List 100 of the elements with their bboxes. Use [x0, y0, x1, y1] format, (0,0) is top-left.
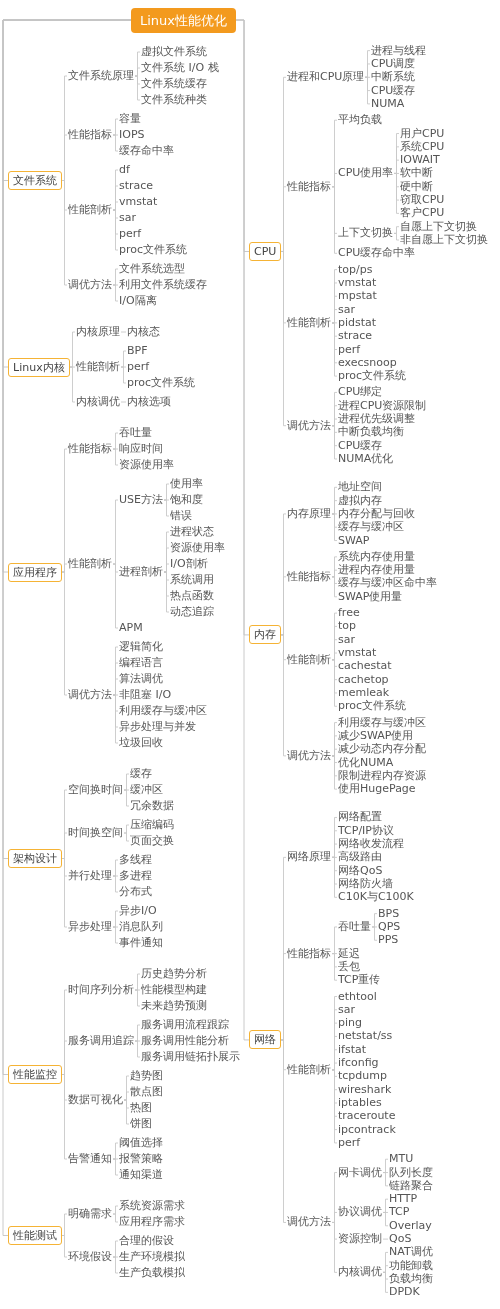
topic-label: 合理的假设: [118, 1235, 175, 1247]
topic-label: 网络配置: [337, 811, 383, 824]
topic-label: 硬中断: [399, 180, 434, 193]
topic-label: SWAP使用量: [337, 590, 404, 603]
branch-topic-box: 应用程序: [8, 562, 62, 582]
connector-line: [382, 1158, 389, 1173]
connector-line: [123, 824, 130, 834]
connector-line: [382, 1172, 389, 1187]
topic-label: 逻辑简化: [118, 641, 164, 653]
topic-label: 系统资源需求: [118, 1200, 186, 1212]
topic-label: 时间序列分析: [67, 984, 135, 996]
topic-label: 内存原理: [286, 507, 332, 520]
connector-line: [134, 1040, 141, 1058]
topic-label: 吞吐量: [118, 427, 153, 439]
topic-label: NUMA: [370, 97, 406, 110]
topic-label: 负载均衡: [388, 1273, 434, 1286]
topic-label: 垃圾回收: [118, 737, 164, 749]
topic-label: 丢包: [337, 960, 361, 973]
connector-line: [112, 563, 119, 629]
topic-label: 网络QoS: [337, 864, 384, 877]
topic-label: 利用文件系统缓存: [118, 279, 208, 291]
topic-label: 错误: [169, 510, 193, 522]
topic-label: TCP重传: [337, 974, 382, 987]
connector-line: [61, 563, 68, 573]
topic-label: 未来趋势预测: [140, 1000, 208, 1012]
topic-label: QoS: [388, 1233, 413, 1246]
topic-label: TCP: [388, 1206, 411, 1219]
topic-label: 软中断: [399, 167, 434, 180]
topic-label: 性能剖析: [286, 316, 332, 329]
topic-label: 文件系统 I/O 栈: [140, 62, 220, 74]
topic-label: 文件系统缓存: [140, 78, 208, 90]
topic-label: 链路聚合: [388, 1179, 434, 1192]
topic-label: 利用缓存与缓冲区: [118, 705, 208, 717]
connector-line: [163, 571, 170, 613]
topic-label: NAT调优: [388, 1246, 434, 1259]
topic-label: ifstat: [337, 1043, 368, 1056]
connector-line: [331, 173, 338, 188]
topic-label: 内核选项: [126, 396, 172, 408]
topic-label: 页面交换: [129, 835, 175, 847]
topic-label: 缓存与缓冲区: [337, 521, 405, 534]
connector-line: [235, 19, 250, 1041]
topic-label: 内存分配与回收: [337, 507, 416, 520]
connector-line: [134, 989, 141, 1007]
connector-line: [331, 1222, 338, 1273]
connector-line: [331, 322, 338, 377]
connector-line: [61, 858, 68, 928]
topic-label: 进程内存使用量: [337, 564, 416, 577]
connector-line: [69, 366, 76, 403]
topic-label: 缓存: [129, 768, 153, 780]
topic-label: ping: [337, 1017, 363, 1030]
topic-label: ipcontrack: [337, 1123, 397, 1136]
connector-line: [123, 773, 130, 791]
topic-label: mpstat: [337, 290, 378, 303]
connector-line: [112, 134, 119, 152]
topic-label: 高级路由: [337, 851, 383, 864]
connector-line: [112, 910, 119, 928]
topic-label: vmstat: [118, 196, 159, 208]
connector-line: [61, 1235, 68, 1258]
topic-label: wireshark: [337, 1083, 393, 1096]
topic-label: 地址空间: [337, 481, 383, 494]
topic-label: 进程与线程: [370, 44, 427, 57]
connector-line: [393, 159, 400, 174]
connector-line: [331, 1069, 338, 1144]
topic-label: 上下文切换: [337, 227, 394, 240]
connector-line: [382, 1271, 389, 1293]
topic-label: tcpdump: [337, 1070, 388, 1083]
topic-label: 饱和度: [169, 494, 204, 506]
topic-label: 容量: [118, 113, 142, 125]
connector-line: [112, 1205, 119, 1215]
connector-line: [112, 284, 119, 302]
connector-line: [280, 953, 287, 1041]
topic-label: CPU绑定: [337, 386, 384, 399]
topic-label: 编程语言: [118, 657, 164, 669]
branch-topic-box: 性能测试: [8, 1226, 62, 1245]
connector-line: [393, 226, 400, 234]
topic-label: 趋势图: [129, 1070, 164, 1082]
connector-line: [120, 350, 127, 368]
topic-label: 多进程: [118, 870, 153, 882]
topic-label: 缓存与缓冲区命中率: [337, 577, 438, 590]
connector-line: [280, 186, 287, 252]
topic-label: 吞吐量: [337, 920, 372, 933]
topic-label: BPS: [377, 907, 401, 920]
topic-label: 时间换空间: [67, 827, 124, 839]
topic-label: 网络原理: [286, 851, 332, 864]
topic-label: 异步处理与并发: [118, 721, 197, 733]
topic-label: BPF: [126, 345, 149, 357]
branch-topic-box: CPU: [249, 242, 282, 261]
connector-line: [280, 251, 287, 427]
topic-label: 性能剖析: [67, 558, 113, 570]
topic-label: 历史趋势分析: [140, 968, 208, 980]
topic-label: 网卡调优: [337, 1166, 383, 1179]
connector-line: [331, 1062, 338, 1071]
topic-label: 平均负载: [337, 114, 383, 127]
topic-label: IOPS: [118, 129, 146, 141]
topic-label: 进程和CPU原理: [286, 71, 366, 84]
topic-label: 应用程序需求: [118, 1216, 186, 1228]
topic-label: 缓存命中率: [118, 145, 175, 157]
topic-label: 利用缓存与缓冲区: [337, 716, 427, 729]
topic-label: proc文件系统: [337, 370, 408, 383]
topic-label: 异步处理: [67, 921, 113, 933]
